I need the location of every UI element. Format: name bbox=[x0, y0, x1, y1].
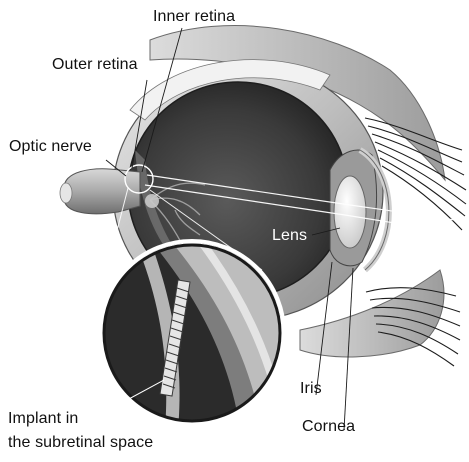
lens bbox=[334, 176, 366, 248]
label-iris: Iris bbox=[300, 380, 322, 398]
optic-disc bbox=[145, 194, 159, 208]
optic-nerve bbox=[64, 169, 140, 214]
label-optic-nerve: Optic nerve bbox=[9, 138, 92, 156]
label-implant-line1: Implant in bbox=[8, 410, 78, 428]
label-outer-retina: Outer retina bbox=[52, 56, 138, 74]
label-implant-line2: the subretinal space bbox=[8, 434, 153, 452]
label-lens: Lens bbox=[272, 227, 307, 245]
label-inner-retina: Inner retina bbox=[153, 8, 235, 26]
label-cornea: Cornea bbox=[302, 418, 355, 436]
